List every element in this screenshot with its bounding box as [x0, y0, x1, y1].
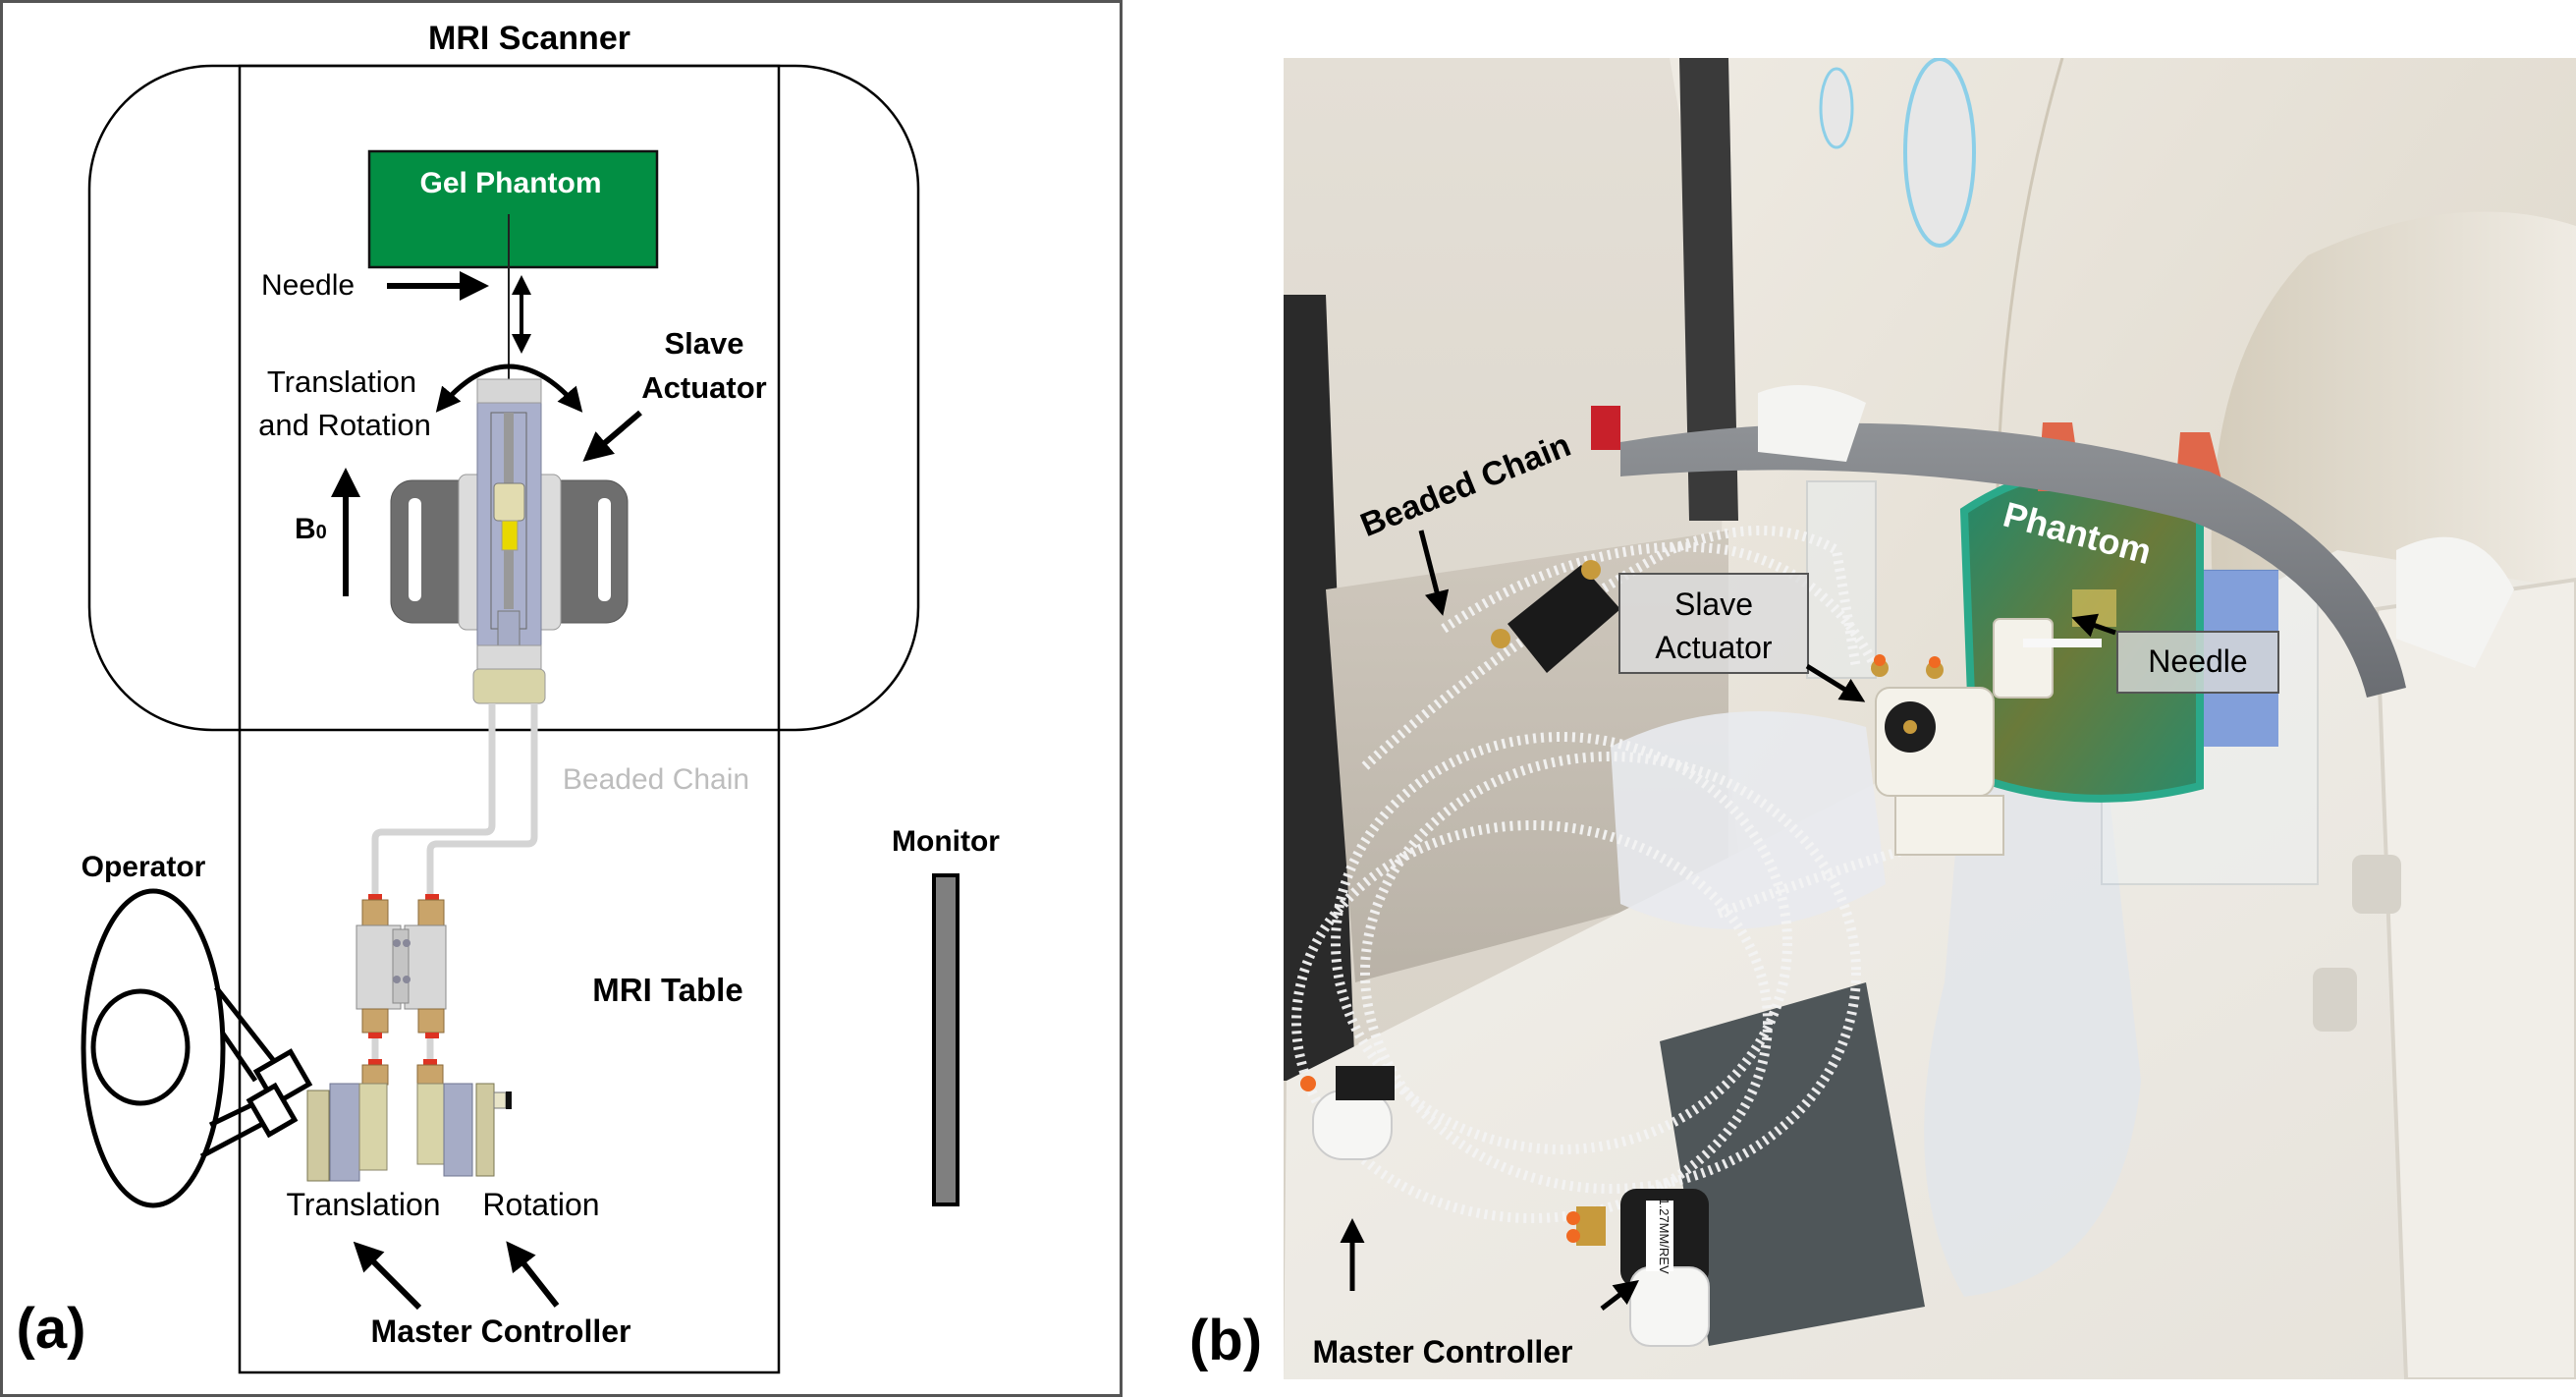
controller-tape-label: 1.27MM/REV — [1657, 1198, 1672, 1274]
b0-label: B0 — [295, 513, 327, 545]
panel-b: (b) — [1189, 58, 2576, 1379]
photo-master-arrow-2 — [1600, 1279, 1639, 1311]
beaded-chain-left — [371, 703, 496, 896]
operator-figure — [81, 888, 313, 1208]
master-arrow-rotation — [506, 1241, 560, 1308]
operator-label: Operator — [82, 851, 206, 883]
panel-b-tag: (b) — [1189, 1309, 1262, 1372]
master-controller-photo-1 — [1300, 1066, 1395, 1160]
motion-label-line2: and Rotation — [258, 408, 431, 442]
gel-phantom — [367, 149, 659, 269]
master-controller-photo-2: 1.27MM/REV — [1566, 1189, 1710, 1347]
photo: 1.27MM/REV — [1284, 58, 2576, 1379]
scanner-title: MRI Scanner — [428, 20, 630, 57]
slave-actuator-label-line2: Actuator — [641, 370, 766, 405]
master-controller-label: Master Controller — [371, 1314, 631, 1349]
chain-connector-photo — [1507, 565, 1620, 673]
beaded-chain-label: Beaded Chain — [563, 763, 749, 796]
chain-connector — [356, 894, 447, 1059]
foam-block — [1660, 982, 1925, 1346]
gel-phantom-label: Gel Phantom — [419, 167, 601, 199]
scanner-button — [1819, 67, 1854, 149]
slave-actuator-label-line1: Slave — [664, 326, 743, 361]
master-arrow-translation — [353, 1241, 422, 1311]
rotation-label: Rotation — [482, 1187, 599, 1222]
scanner-button — [1903, 58, 1976, 248]
coil-cushion — [1620, 422, 2406, 698]
panel-a: MRI Scanner Gel Phantom Needle Translati… — [0, 0, 1123, 1397]
motion-label-line1: Translation — [267, 364, 416, 399]
translation-label: Translation — [286, 1187, 440, 1222]
rotation-arrow — [435, 363, 583, 413]
photo-slave-label-line2: Actuator — [1655, 630, 1773, 665]
monitor-label: Monitor — [892, 825, 1000, 858]
slave-actuator-drawing — [390, 378, 629, 704]
panel-a-tag: (a) — [17, 1297, 86, 1361]
photo-slave-arrow — [1805, 663, 1866, 702]
photo-needle-arrow — [2071, 613, 2116, 638]
slave-actuator-arrow — [582, 410, 642, 462]
beaded-chain-right — [426, 703, 538, 896]
slave-actuator-photo — [1871, 618, 2102, 856]
photo-slave-actuator-callout: Slave Actuator — [1618, 573, 1809, 674]
mri-table-outline — [238, 64, 781, 1374]
mri-table — [1284, 550, 2576, 1379]
photo-beaded-chain-arrow — [1418, 530, 1450, 616]
red-sign — [1591, 406, 1620, 450]
monitor — [932, 873, 959, 1206]
photo-needle-label: Needle — [2148, 643, 2247, 679]
photo-slave-label-line1: Slave — [1674, 587, 1753, 622]
needle-label: Needle — [261, 269, 355, 302]
photo-master-controller-label: Master Controller — [1313, 1334, 1573, 1370]
mri-table-label: MRI Table — [592, 972, 742, 1008]
master-controller-rotation-drawing — [416, 1059, 512, 1177]
master-controller-translation-drawing — [306, 1059, 389, 1182]
photo-needle-callout: Needle — [2116, 631, 2279, 694]
